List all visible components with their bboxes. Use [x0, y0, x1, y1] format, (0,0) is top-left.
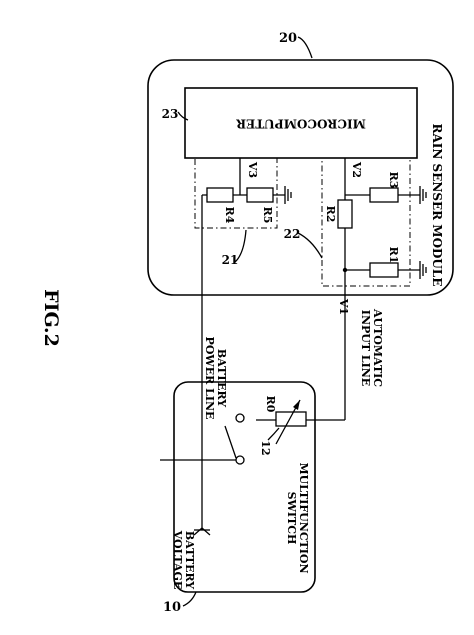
resistor-r5-label: R5 — [261, 207, 274, 224]
resistor-r3 — [369, 187, 399, 203]
automatic-input-label-2: INPUT LINE — [359, 310, 372, 386]
variable-resistor-r0 — [275, 411, 307, 427]
switch-ref: 12 — [259, 440, 272, 455]
resistor-r1 — [369, 262, 399, 278]
ref-leader-22 — [297, 232, 323, 259]
switch-contact-top — [235, 413, 245, 423]
ref-leader-20 — [297, 36, 313, 59]
circuit-22-box — [321, 157, 411, 287]
battery-power-label-1: BATTERY — [215, 349, 228, 407]
figure-title: FIG.2 — [40, 289, 62, 347]
rain-sensor-module-box — [147, 59, 454, 296]
automatic-input-label-1: AUTOMATIC — [371, 308, 384, 387]
rain-sensor-module-label: RAIN SENSER MODULE — [430, 124, 444, 287]
multifunction-switch-ref: 10 — [163, 600, 181, 615]
node-v3: V3 — [246, 161, 259, 178]
multifunction-label-2: SWITCH — [285, 492, 298, 545]
resistor-r2-label: R2 — [324, 206, 337, 223]
variable-resistor-label: R0 — [264, 396, 277, 413]
ref-leader-23 — [177, 111, 189, 121]
circuit-21-box — [194, 157, 278, 229]
microcomputer-label: MICROCOMPUTER — [235, 117, 366, 131]
microcomputer-box — [184, 87, 418, 159]
node-v1: V1 — [337, 298, 350, 315]
switch-contact-bottom — [235, 455, 245, 465]
ref-leader-12 — [267, 427, 280, 441]
ref-leader-21 — [234, 229, 247, 263]
battery-voltage-label-1: BATTERY — [183, 531, 196, 589]
switch-blade — [224, 425, 237, 459]
node-v2: V2 — [350, 161, 363, 178]
battery-voltage-label-2: VOLTAGE — [171, 530, 184, 590]
circuit-22-ref: 22 — [284, 227, 301, 241]
resistor-r1-label: R1 — [387, 247, 400, 264]
microcomputer-ref: 23 — [162, 107, 179, 121]
rain-sensor-module-ref: 20 — [279, 31, 297, 46]
resistor-r4 — [206, 187, 234, 203]
circuit-21-ref: 21 — [222, 253, 239, 267]
ref-leader-10 — [182, 591, 197, 607]
resistor-r5 — [246, 187, 274, 203]
multifunction-switch-box — [173, 381, 316, 593]
multifunction-label-1: MULTIFUNCTION — [297, 462, 310, 573]
resistor-r2 — [337, 199, 353, 229]
resistor-r4-label: R4 — [223, 207, 236, 224]
resistor-r3-label: R3 — [387, 172, 400, 189]
battery-power-label-2: POWER LINE — [203, 337, 216, 420]
battery-voltage-arrow — [193, 527, 211, 536]
